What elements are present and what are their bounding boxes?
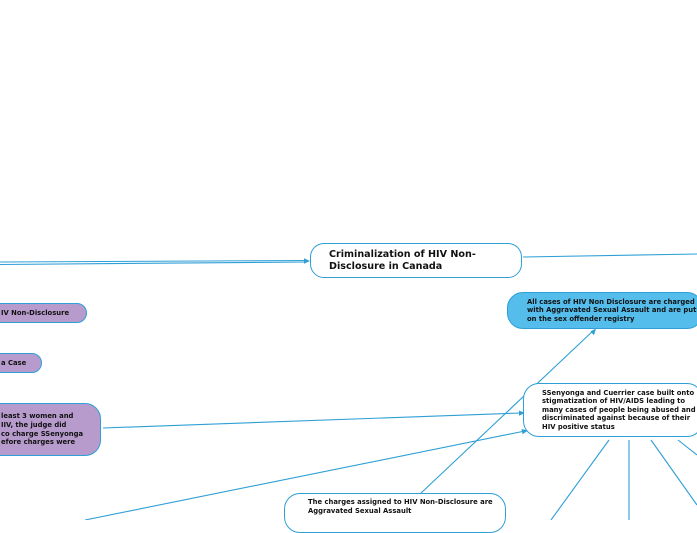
ssenyonga-women-node[interactable]: least 3 women and IIV, the judge did co … <box>0 403 101 456</box>
case-node[interactable]: a Case <box>0 353 42 373</box>
arrowhead-central <box>304 258 310 264</box>
charges-assigned-node[interactable]: The charges assigned to HIV Non-Disclosu… <box>284 493 506 533</box>
charges-assigned-label: The charges assigned to HIV Non-Disclosu… <box>308 498 493 515</box>
ssenyonga-cuerrier-label: SSenyonga and Cuerrier case built onto s… <box>542 388 696 431</box>
link-ssen-branch-1 <box>550 439 610 520</box>
link-central-to-right <box>522 253 697 258</box>
link-charges-to-blue <box>419 329 595 495</box>
hiv-nondisclosure-label: IV Non-Disclosure <box>1 308 70 317</box>
ssenyonga-cuerrier-node[interactable]: SSenyonga and Cuerrier case built onto s… <box>523 383 697 437</box>
ssenyonga-women-label: least 3 women and IIV, the judge did co … <box>1 412 84 447</box>
link-ssen-branch-4 <box>677 439 697 456</box>
connector-lines <box>0 253 697 520</box>
central-topic-label: Criminalization of HIV Non-Disclosure in… <box>329 248 476 272</box>
aggravated-assault-node[interactable]: All cases of HIV Non Disclosure are char… <box>507 292 697 329</box>
case-label: a Case <box>1 358 27 367</box>
link-purple-to-ssenyonga <box>102 412 522 429</box>
link-ssen-branch-3 <box>650 439 697 506</box>
central-topic-node[interactable]: Criminalization of HIV Non-Disclosure in… <box>310 243 522 278</box>
aggravated-assault-label: All cases of HIV Non Disclosure are char… <box>527 297 697 323</box>
link-left-to-central-2 <box>0 261 307 266</box>
link-left-to-central <box>0 259 307 263</box>
arrowhead-blue <box>590 328 596 336</box>
arrowhead-ssenyonga <box>519 410 525 416</box>
hiv-nondisclosure-node[interactable]: IV Non-Disclosure <box>0 303 87 323</box>
link-bottom-left-to-ssenyonga <box>84 430 526 520</box>
